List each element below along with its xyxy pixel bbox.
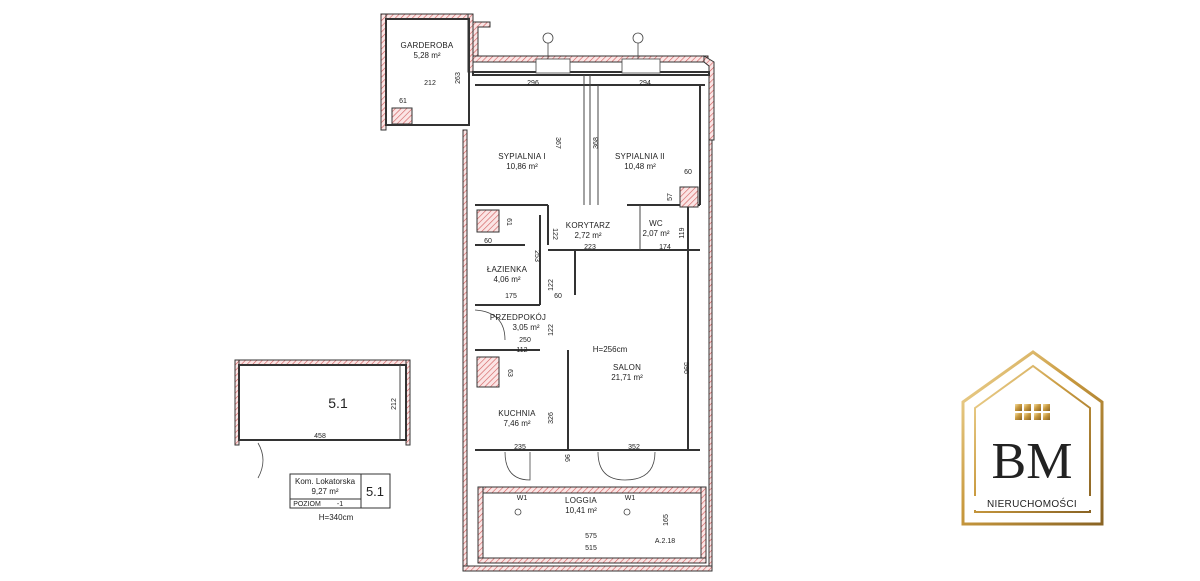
logo-initials: BM xyxy=(992,433,1073,490)
dim-367: 367 xyxy=(554,137,561,149)
door-swings xyxy=(257,309,656,481)
company-logo: BM NIERUCHOMOŚCI xyxy=(961,350,1104,526)
dim-112: 112 xyxy=(516,347,527,354)
dim-575: 575 xyxy=(585,533,597,540)
dim-223: 223 xyxy=(584,244,596,251)
storage-height: H=340cm xyxy=(319,513,354,522)
storage-area: 9,27 m² xyxy=(311,487,338,496)
dim-119: 119 xyxy=(679,227,686,238)
storage-level-value: -1 xyxy=(337,501,343,508)
room-area-korytarz: 2,72 m² xyxy=(574,231,601,240)
room-area-przedpokoj: 3,05 m² xyxy=(512,323,539,332)
marker-w1-right: W1 xyxy=(625,495,636,502)
dim-165: 165 xyxy=(663,514,670,526)
room-area-lazienka: 4,06 m² xyxy=(493,275,520,284)
interior-walls xyxy=(385,18,710,451)
dim-235: 235 xyxy=(514,444,526,451)
room-name-sypialnia1: SYPIALNIA I xyxy=(498,152,546,161)
dim-253: 253 xyxy=(533,250,540,262)
marker-a218: A.2.18 xyxy=(655,538,675,545)
dim-250: 250 xyxy=(519,337,531,344)
dim-212-storage: 212 xyxy=(391,398,398,410)
storage-tag: 5.1 xyxy=(366,484,384,499)
storage-room: 5.1 458 212 Kom. Lokatorska 9,27 m² POZI… xyxy=(234,359,411,522)
dim-326: 326 xyxy=(548,412,555,424)
room-name-przedpokoj: PRZEDPOKÓJ xyxy=(490,313,546,322)
dim-596: 596 xyxy=(682,362,689,374)
room-area-salon: 21,71 m² xyxy=(611,373,643,382)
room-name-wc: WC xyxy=(649,219,663,228)
fixtures xyxy=(391,32,699,516)
room-name-loggia: LOGGIA xyxy=(565,496,597,505)
dim-174: 174 xyxy=(659,244,671,251)
dim-60-wc: 60 xyxy=(684,169,692,176)
room-name-lazienka: ŁAZIENKA xyxy=(487,265,528,274)
dim-175: 175 xyxy=(505,293,517,300)
dim-515: 515 xyxy=(585,545,597,552)
room-area-sypialnia2: 10,48 m² xyxy=(624,162,656,171)
dim-458: 458 xyxy=(314,433,326,440)
storage-label: Kom. Lokatorska xyxy=(295,477,356,486)
logo-text: NIERUCHOMOŚCI xyxy=(987,497,1077,510)
marker-w1-left: W1 xyxy=(517,495,528,502)
dim-296: 296 xyxy=(527,80,539,87)
room-area-kuchnia: 7,46 m² xyxy=(503,419,530,428)
dim-60-center: 60 xyxy=(554,293,562,300)
dim-122-center: 122 xyxy=(548,279,555,291)
dimension-labels: 212 263 61 296 294 367 368 60 57 61 60 1… xyxy=(399,72,692,552)
room-name-garderoba: GARDEROBA xyxy=(401,41,454,50)
dim-368: 368 xyxy=(593,137,600,149)
dim-122-korytarz: 122 xyxy=(551,228,558,240)
dim-96: 96 xyxy=(563,454,570,462)
structural-walls xyxy=(380,13,715,572)
room-area-wc: 2,07 m² xyxy=(642,229,669,238)
room-area-garderoba: 5,28 m² xyxy=(413,51,440,60)
room-name-salon: SALON xyxy=(613,363,641,372)
room-height-salon: H=256cm xyxy=(593,345,628,354)
dim-212: 212 xyxy=(424,80,436,87)
storage-number: 5.1 xyxy=(328,395,348,411)
dim-122-przedpokoj: 122 xyxy=(548,324,555,336)
dim-60-lazienka: 60 xyxy=(484,238,492,245)
storage-level-label: POZIOM xyxy=(293,501,321,508)
dim-61-lazienka: 61 xyxy=(505,218,512,226)
room-name-kuchnia: KUCHNIA xyxy=(498,409,536,418)
room-name-korytarz: KORYTARZ xyxy=(566,221,610,230)
dim-352: 352 xyxy=(628,444,640,451)
room-area-loggia: 10,41 m² xyxy=(565,506,597,515)
window-icon xyxy=(1015,404,1050,420)
dim-294: 294 xyxy=(639,80,651,87)
dim-57: 57 xyxy=(667,193,674,201)
dim-63: 63 xyxy=(506,369,513,377)
dim-263: 263 xyxy=(455,72,462,84)
dim-61: 61 xyxy=(399,98,407,105)
room-labels: GARDEROBA 5,28 m² SYPIALNIA I 10,86 m² S… xyxy=(401,41,670,515)
room-name-sypialnia2: SYPIALNIA II xyxy=(615,152,665,161)
room-area-sypialnia1: 10,86 m² xyxy=(506,162,538,171)
